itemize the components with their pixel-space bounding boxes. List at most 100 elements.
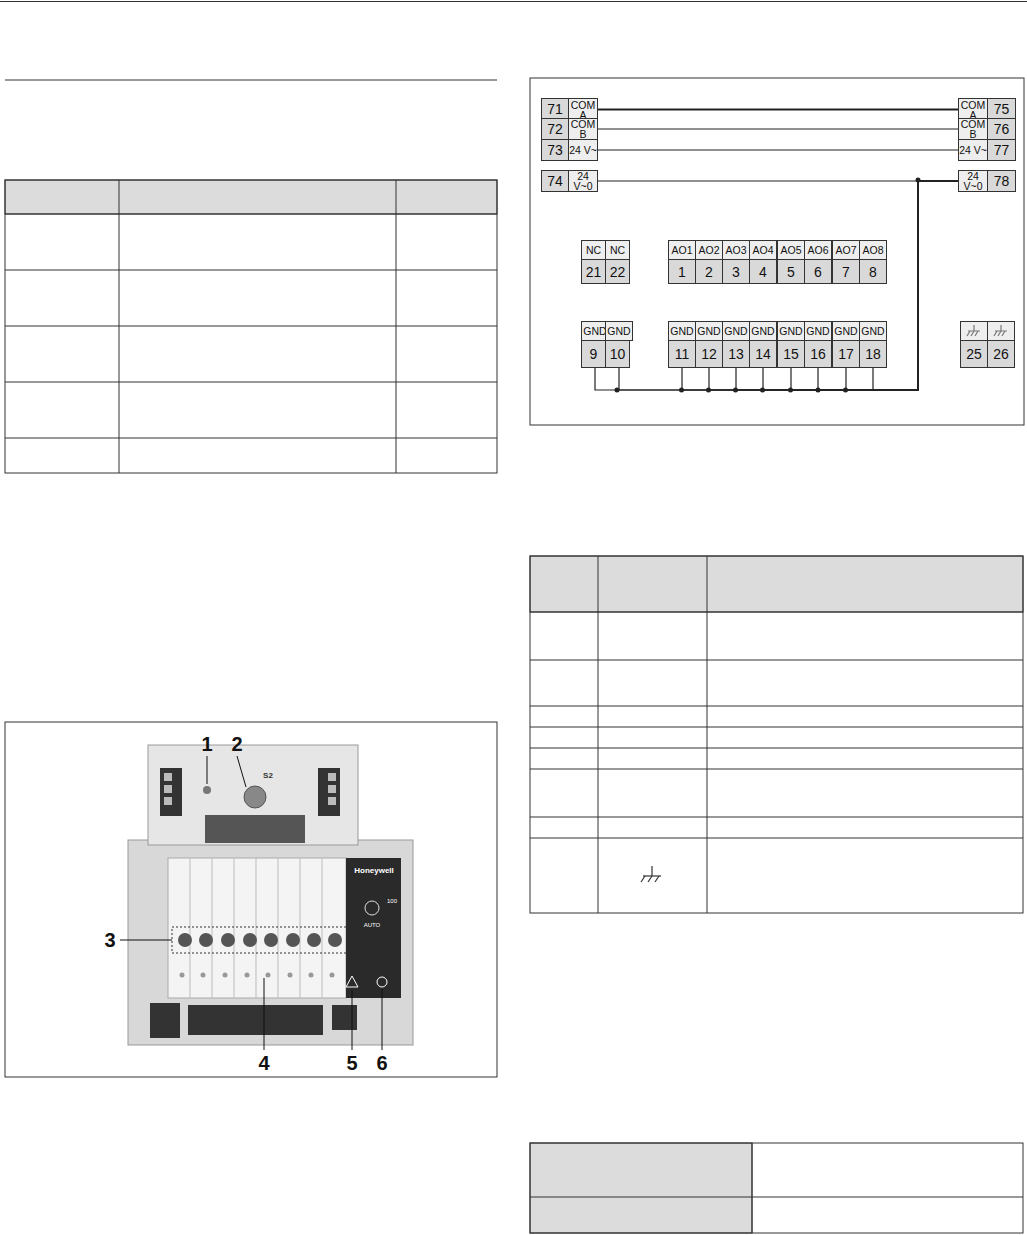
terminal-number: 7 [842, 264, 850, 280]
terminal-label: GND [751, 326, 774, 336]
terminal: 7324 V~ [541, 139, 598, 161]
terminal-label: COM A [569, 100, 597, 120]
terminal: 24 V~77 [958, 139, 1016, 161]
terminal-label: NC [586, 245, 601, 255]
terminal-number: 14 [749, 340, 777, 368]
terminal: 25 [960, 321, 988, 368]
device-marking: Honeywell [354, 866, 394, 875]
terminal-number: 14 [755, 346, 771, 362]
terminal-label: GND [724, 326, 747, 336]
terminal-name: 24 V~ [568, 139, 598, 161]
terminal-number: 25 [960, 340, 988, 368]
terminal-name: GND [804, 321, 832, 341]
terminal-number: 25 [966, 346, 982, 362]
device-marking: 100 [387, 898, 397, 904]
terminal-label: AO7 [835, 245, 856, 255]
wire [818, 181, 958, 390]
terminal-number: 17 [832, 340, 860, 368]
ground-symbol [993, 324, 1009, 338]
terminal-number: 15 [777, 340, 805, 368]
terminal: 26 [987, 321, 1015, 368]
terminal-number: 75 [987, 98, 1016, 119]
terminal-label: GND [670, 326, 693, 336]
terminal-label: GND [834, 326, 857, 336]
terminal-number: 11 [668, 340, 696, 368]
terminal: AO11 [668, 240, 696, 284]
terminal-number: 18 [859, 340, 887, 368]
table-empty [530, 1143, 1023, 1233]
terminal: AO55 [777, 240, 805, 284]
terminal: GND 18 [859, 321, 887, 368]
terminal-label: GND [779, 326, 802, 336]
table-empty [5, 180, 497, 473]
terminal-name: NC [581, 240, 606, 260]
callout-number: 3 [104, 929, 115, 952]
terminal-number: 5 [787, 264, 795, 280]
terminal-number: 26 [987, 340, 1015, 368]
terminal-number: 71 [541, 98, 569, 119]
terminal-number: 12 [701, 346, 717, 362]
terminal-name: AO4 [749, 240, 777, 260]
terminal-label: AO3 [725, 245, 746, 255]
terminal: GND 14 [749, 321, 777, 368]
terminal-label: GND [861, 326, 884, 336]
terminal: 24 V~078 [958, 170, 1016, 192]
junction-dots [615, 178, 921, 393]
terminal: 72COM B [541, 118, 598, 140]
terminal-label: AO2 [698, 245, 719, 255]
terminal-label: 24 V~ [959, 145, 987, 155]
terminal-number: 75 [994, 101, 1010, 117]
terminal-label: COM B [959, 119, 987, 139]
terminal-name: AO5 [777, 240, 805, 260]
table-empty [530, 556, 1023, 913]
terminal-number: 22 [610, 264, 626, 280]
wire [791, 181, 958, 390]
terminal-name: GND [605, 321, 633, 341]
wire [846, 181, 958, 390]
terminal-name: 24 V~0 [568, 170, 598, 192]
callout-number: 5 [346, 1052, 357, 1075]
terminal: AO88 [859, 240, 887, 284]
wire [619, 181, 958, 390]
terminal-name: GND [777, 321, 805, 341]
terminal-name: AO8 [859, 240, 887, 260]
terminal-label: GND [806, 326, 829, 336]
terminal-label: AO4 [752, 245, 773, 255]
callout-number: 6 [376, 1052, 387, 1075]
terminal: AO44 [749, 240, 777, 284]
terminal: 74 24 V~0 [541, 170, 598, 192]
terminal-label: AO1 [671, 245, 692, 255]
terminal-number: 16 [804, 340, 832, 368]
terminal-label: 24 V~ [569, 145, 597, 155]
terminal-name: COM B [958, 118, 988, 140]
top-rule [0, 1, 1027, 2]
terminal-name: NC [605, 240, 630, 260]
terminal-label: GND [697, 326, 720, 336]
terminal-number: 10 [610, 346, 626, 362]
terminal: GND 17 [832, 321, 860, 368]
terminal: AO7 7 [832, 240, 860, 284]
terminal-name: COM B [568, 118, 598, 140]
wiring-frame [530, 78, 1024, 425]
terminal-number: 15 [783, 346, 799, 362]
photo-frame [5, 722, 497, 1077]
terminal-name: GND [859, 321, 887, 341]
terminal-number: 3 [722, 259, 750, 284]
terminal-number: 72 [541, 118, 569, 140]
device-illustration [128, 745, 413, 1045]
terminal-number: 71 [547, 101, 563, 117]
terminal-number: 16 [810, 346, 826, 362]
wire [598, 128, 958, 129]
terminal-number: 76 [987, 118, 1016, 140]
terminal-number: 7 [832, 259, 860, 284]
terminal-label: COM A [959, 100, 987, 120]
section-rule [5, 80, 497, 81]
terminal-number: 74 [541, 170, 569, 192]
terminal-number: 21 [581, 259, 606, 284]
terminal-number: 74 [547, 173, 563, 189]
terminal-name: 24 V~ [958, 139, 988, 161]
terminal: GND 11 [668, 321, 696, 368]
terminal-label: 24 V~0 [959, 171, 987, 191]
terminal-number: 17 [838, 346, 854, 362]
terminal-number: 6 [814, 264, 822, 280]
